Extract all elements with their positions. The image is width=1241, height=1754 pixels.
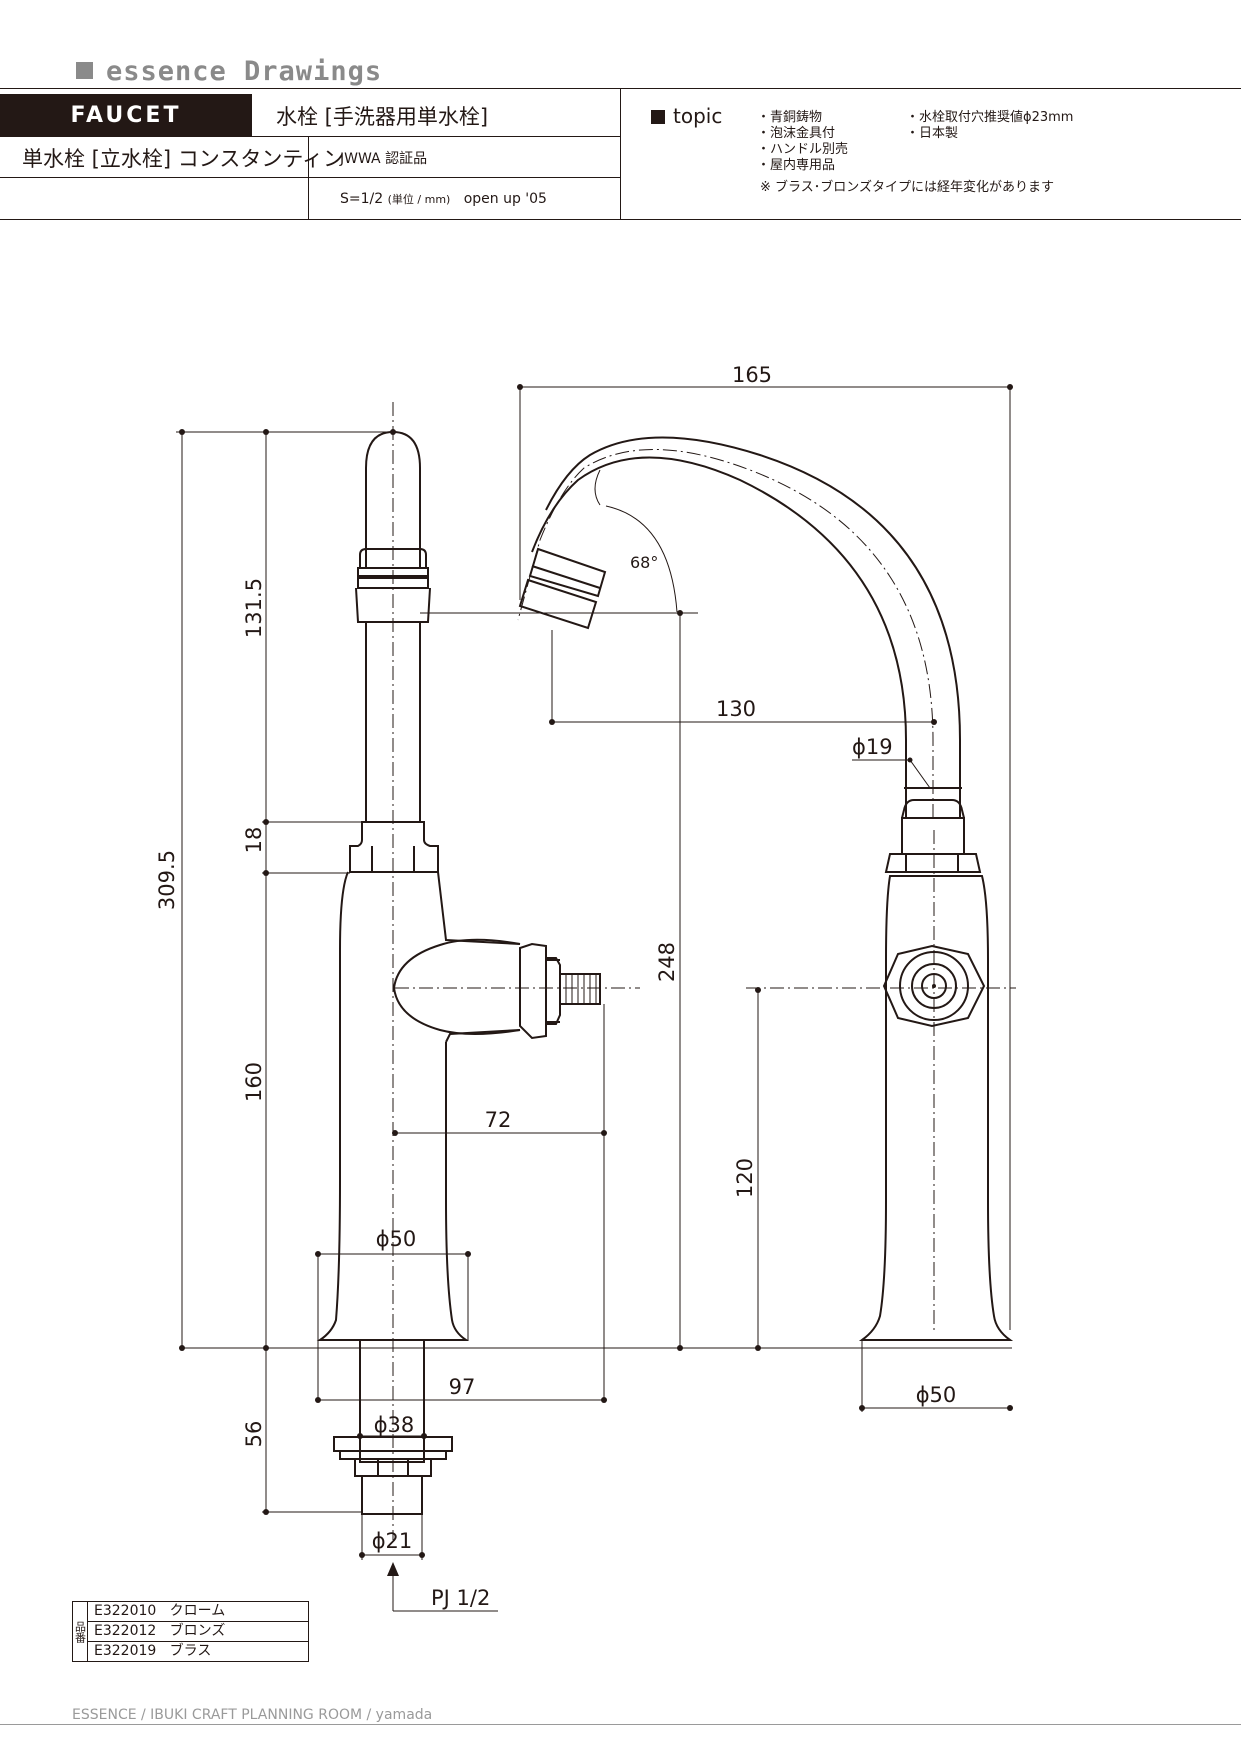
part-finish: ブロンズ	[169, 1623, 226, 1639]
table-row: 品番 E322010 クローム	[72, 1601, 309, 1662]
topic-notes-right: ・水栓取付穴推奨値ϕ23mm ・日本製	[906, 110, 1073, 142]
header-bottom-rule	[0, 219, 1241, 220]
side-spout-collar	[528, 547, 607, 598]
dim-base-dia-side: ϕ50	[916, 1383, 957, 1407]
part-number-cell: E322012 ブロンズ	[87, 1621, 309, 1642]
header-row-rule-1	[252, 136, 620, 137]
front-handle-boss	[392, 938, 521, 1035]
topic-note: ・青銅鋳物	[757, 110, 823, 125]
footer-rule	[0, 1724, 1241, 1725]
side-handle-octagon	[882, 944, 986, 1028]
topic-notes-left: ・青銅鋳物 ・泡沫金具付 ・ハンドル別売 ・屋内専用品	[757, 110, 848, 174]
dim-nut-height: 18	[242, 827, 266, 854]
dim-total-height: 309.5	[155, 850, 179, 910]
front-body-shoulder	[437, 871, 521, 945]
scale-value: S=1/2	[340, 191, 384, 207]
topic-note: ・屋内専用品	[757, 158, 836, 173]
dim-angle: 68°	[630, 553, 658, 572]
side-body	[858, 875, 1014, 1341]
topic-note: ・日本製	[906, 126, 959, 141]
side-spout-outer	[531, 456, 907, 818]
open-up-date: open up '05	[463, 191, 547, 207]
dim-spout-reach: 130	[716, 697, 756, 721]
topic-note: ・水栓取付穴推奨値ϕ23mm	[906, 110, 1074, 125]
dim-handle-height: 120	[733, 1158, 757, 1198]
dim-shank-length: 56	[242, 1421, 266, 1448]
table-row: E322012 ブロンズ	[73, 1621, 309, 1642]
thread-arrow-icon	[387, 1562, 399, 1576]
front-body-lower-shoulder	[445, 1029, 521, 1043]
part-code: E322010	[94, 1603, 157, 1619]
brand-square-icon	[76, 62, 93, 79]
header-row-rule-1b	[0, 136, 252, 137]
front-handle-spindle	[559, 973, 601, 1005]
header-divider-mid	[308, 136, 309, 219]
side-spout-inner	[545, 436, 961, 818]
part-code: E322019	[94, 1643, 157, 1659]
header-divider-right	[620, 88, 621, 219]
category-title: 水栓 [手洗器用単水栓]	[276, 105, 489, 129]
table-row: E322019 ブラス	[73, 1641, 309, 1662]
scale-info: S=1/2 (単位 / mm) open up '05	[340, 191, 547, 207]
part-number-table: 品番 E322010 クローム E322012 ブロンズ E322019 ブラス	[72, 1601, 309, 1662]
dim-handle-reach: 72	[485, 1108, 512, 1132]
model-name: 単水栓 [立水栓] コンスタンティン	[22, 147, 345, 171]
topic-title: topic	[673, 104, 723, 128]
part-finish: クローム	[169, 1603, 226, 1619]
brand-title: essence Drawings	[106, 56, 383, 87]
dim-base-dia-front: ϕ50	[376, 1227, 417, 1251]
header-row-rule-2	[0, 177, 620, 178]
side-nut	[884, 853, 982, 873]
side-collar	[901, 817, 965, 855]
dim-body-height: 160	[242, 1062, 266, 1102]
dim-base-reach: 97	[449, 1375, 476, 1399]
dim-spout-dia: ϕ19	[852, 735, 893, 759]
front-body	[316, 871, 470, 1341]
topic-note: ・ハンドル別売	[757, 142, 849, 157]
side-spout-aerator	[518, 578, 598, 630]
topic-note-wide: ※ ブラス･ブロンズタイプには経年変化があります	[760, 180, 1055, 195]
topic-note: ・泡沫金具付	[757, 126, 836, 141]
scale-unit: (単位 / mm)	[387, 193, 451, 206]
part-code: E322012	[94, 1623, 157, 1639]
part-number-label: 品番	[72, 1601, 88, 1662]
side-spout-centerline	[517, 449, 934, 818]
dim-shank-dia: ϕ38	[374, 1413, 415, 1437]
dim-width-top: 165	[732, 363, 772, 387]
part-number-cell: E322019 ブラス	[87, 1641, 309, 1662]
front-handle-nut	[519, 942, 547, 1040]
dim-thread-dia: ϕ21	[372, 1529, 413, 1553]
part-finish: ブラス	[169, 1643, 212, 1659]
front-handle-stem-base	[546, 957, 561, 1025]
footer-credit: ESSENCE / IBUKI CRAFT PLANNING ROOM / ya…	[72, 1707, 433, 1723]
topic-square-icon	[651, 110, 665, 124]
dim-top-height: 131.5	[242, 578, 266, 638]
certification: JWWA 認証品	[340, 151, 428, 167]
part-number-cell: E322010 クローム	[87, 1601, 309, 1622]
dim-thread: PJ 1/2	[431, 1586, 490, 1610]
category-tag: FAUCET	[0, 94, 252, 136]
front-nut	[349, 821, 439, 873]
dimension-dots	[179, 384, 1013, 1558]
front-thread	[361, 1475, 423, 1515]
dim-center-height: 248	[655, 942, 679, 982]
front-shank	[359, 1339, 425, 1463]
